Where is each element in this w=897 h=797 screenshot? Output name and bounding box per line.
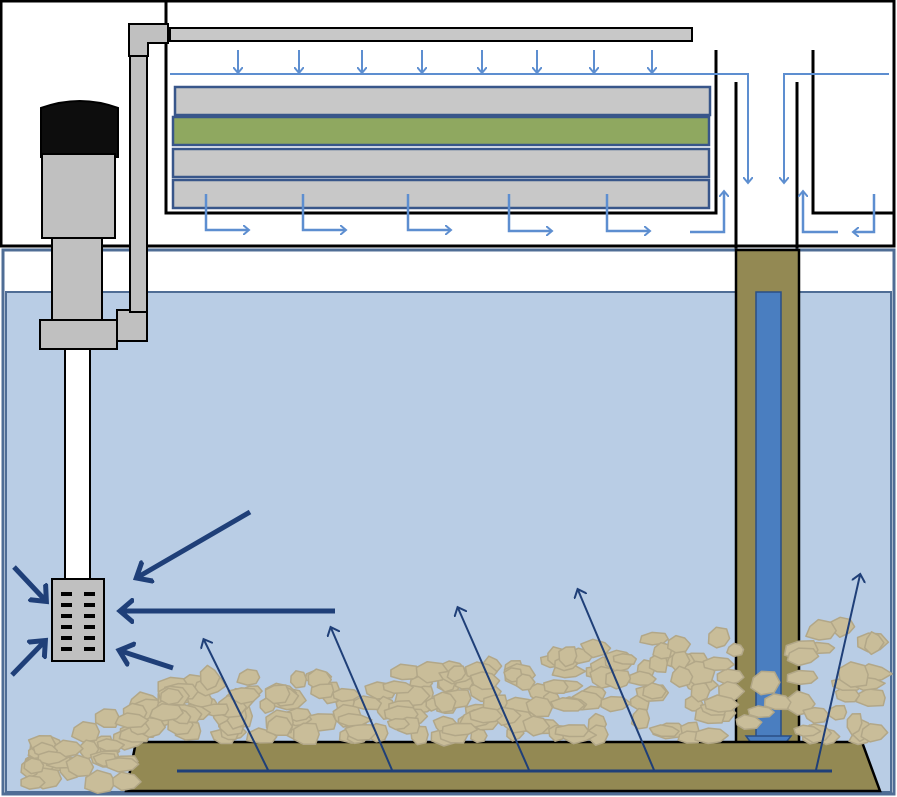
gravel-pebble <box>352 695 383 711</box>
filter-tray <box>171 147 711 179</box>
gravel-pebble <box>114 712 150 729</box>
gravel-pebble <box>747 705 775 719</box>
gravel-pebble <box>446 665 467 683</box>
gravel-pebble <box>558 646 578 668</box>
gravel-pebble <box>515 673 536 691</box>
gravel-pebble <box>332 687 362 703</box>
overflow-flow-left <box>170 73 748 182</box>
gravel-pebble <box>604 669 632 690</box>
gravel-pebble <box>71 720 101 743</box>
gravel-pebble <box>23 757 45 775</box>
plenum-base <box>124 740 882 793</box>
gravel-pebble <box>105 757 140 773</box>
spray-bar <box>169 27 693 42</box>
gravel-pebble <box>793 724 822 737</box>
gravel-bed <box>20 616 893 795</box>
gravel-pebble <box>860 722 889 743</box>
drip-arrows <box>238 50 652 72</box>
gravel-pebble <box>716 668 745 686</box>
gravel-pebble <box>159 687 184 706</box>
gravel-pebble <box>415 660 450 684</box>
gravel-pebble <box>805 618 837 641</box>
gravel-pebble <box>670 665 694 688</box>
gravel-pebble <box>468 706 503 724</box>
gravel-pebble <box>786 647 820 667</box>
gravel-pebble <box>642 682 667 700</box>
gravel-pebble <box>702 656 735 672</box>
filter-tray <box>171 178 711 210</box>
gravel-pebble <box>846 712 863 736</box>
pump-intake-strainer <box>51 578 105 662</box>
gravel-pebble <box>382 680 414 695</box>
gravel-pebble <box>612 653 638 665</box>
gravel-pebble <box>37 750 68 766</box>
gravel-pebble <box>94 708 121 729</box>
gravel-pebble <box>694 727 729 745</box>
gravel-pebble <box>543 679 569 695</box>
gravel-pebble <box>289 670 308 689</box>
gravel-pebble <box>525 695 554 718</box>
gravel-pebble <box>522 715 551 737</box>
gravel-pebble <box>580 638 612 659</box>
gravel-pebble <box>227 687 261 705</box>
gravel-pebble <box>863 631 885 656</box>
gravel-pebble <box>703 694 740 713</box>
pump-cap <box>40 100 119 158</box>
gravel-pebble <box>264 684 291 705</box>
gravel-pebble <box>199 664 221 691</box>
intake-flow-arrows <box>10 509 335 677</box>
standpipe-downflow <box>734 248 801 768</box>
gravel-pebble <box>310 683 335 700</box>
overflow-flow-right <box>784 73 889 182</box>
return-pipe <box>116 23 169 342</box>
gravel-pebble <box>786 669 819 686</box>
gravel-pebble <box>554 724 590 738</box>
gravel-pebble <box>432 691 457 714</box>
filter-tray <box>173 85 712 117</box>
filter-trays <box>171 85 712 210</box>
gravel-pebble <box>707 626 731 649</box>
gravel-pebble <box>735 714 763 731</box>
gravel-pebble <box>84 769 117 795</box>
gravel-pebble <box>337 712 373 727</box>
gravel-pebble <box>292 722 320 746</box>
gravel-pebble <box>20 775 46 790</box>
gravel-pebble <box>265 715 294 737</box>
filter-media-tray <box>171 115 711 147</box>
gravel-pebble <box>236 668 261 686</box>
gravel-pebble <box>802 706 830 724</box>
gravel-pebble <box>600 695 632 713</box>
gravel-pebble <box>837 661 869 688</box>
gravel-pebble <box>750 670 781 696</box>
submersible-pump <box>39 100 119 582</box>
gravel-pebble <box>148 702 184 722</box>
gravel-pebble <box>344 723 377 742</box>
gravel-pebble <box>96 738 126 752</box>
gravel-pebble <box>441 722 479 737</box>
gravel-pebble <box>828 704 848 721</box>
gravel-pebble <box>763 693 792 711</box>
gravel-pebble <box>112 771 142 792</box>
tray-outflow-arrows <box>204 192 876 232</box>
gravel-pebble <box>666 634 692 654</box>
gravel-pebble <box>550 696 586 712</box>
gravel-pebble <box>386 717 410 731</box>
upflow-arrows <box>204 575 860 771</box>
gravel-pebble <box>65 754 95 778</box>
gravel-pebble <box>677 730 701 744</box>
gravel-pebble <box>726 642 745 658</box>
gravel-pebble <box>648 724 680 738</box>
